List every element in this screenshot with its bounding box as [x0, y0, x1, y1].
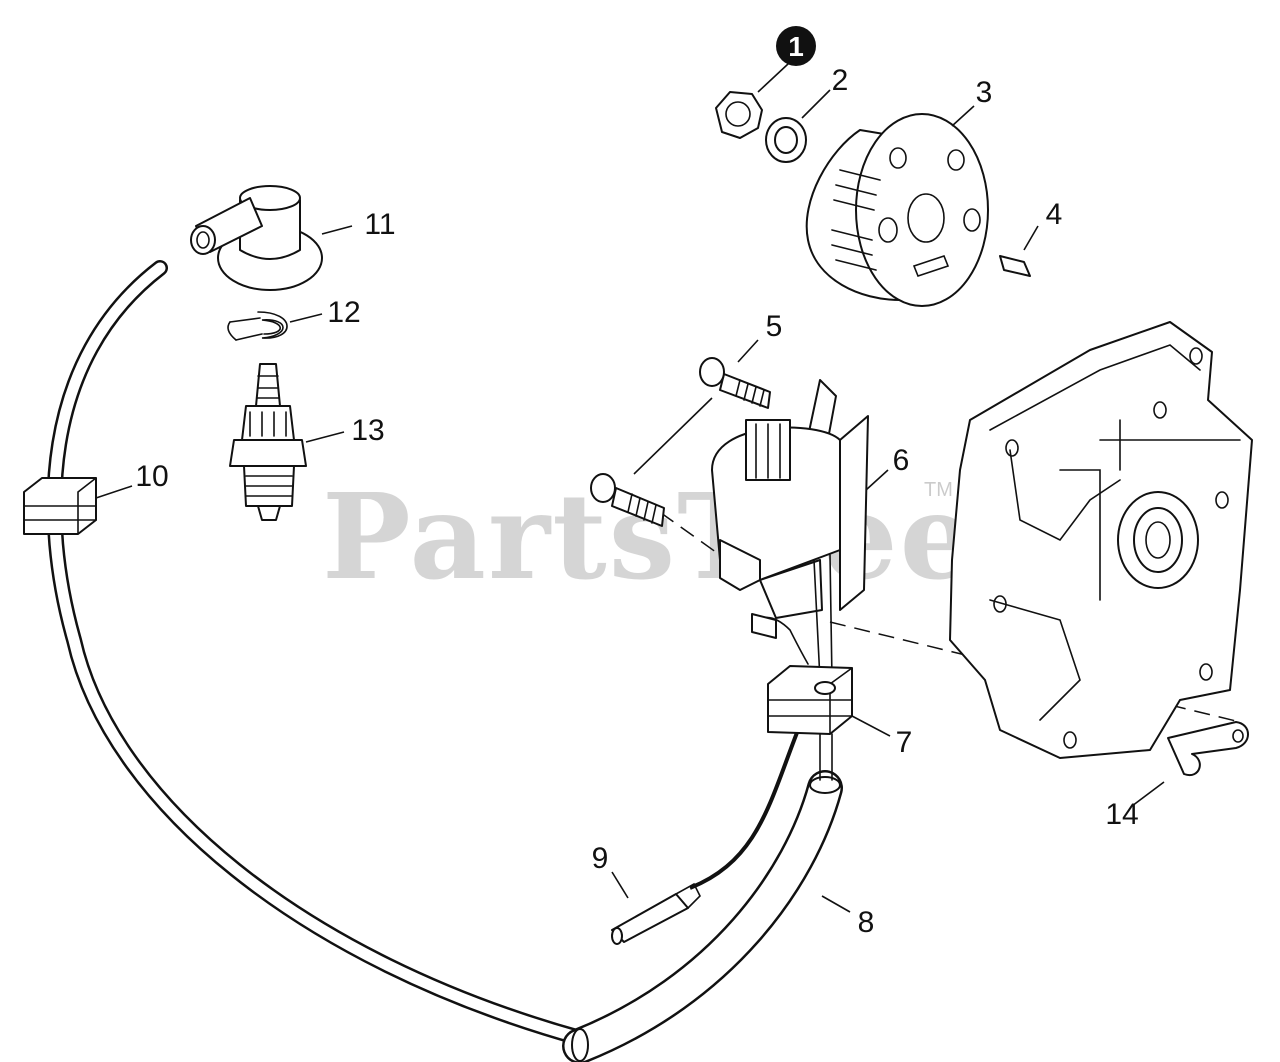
callout-7[interactable]: 7 [896, 726, 913, 759]
part-5-bolts[interactable] [590, 357, 771, 527]
part-7-grommet[interactable] [767, 665, 853, 781]
callout-5[interactable]: 5 [766, 310, 783, 343]
part-8-sleeve[interactable] [562, 770, 843, 1062]
callout-4[interactable]: 4 [1046, 198, 1063, 231]
part-2-washer[interactable] [765, 117, 807, 163]
callout-11[interactable]: 11 [364, 208, 395, 241]
part-4-key[interactable] [999, 255, 1031, 277]
crankcase [949, 321, 1253, 759]
part-13-spark-plug[interactable] [229, 363, 307, 521]
part-10-tube[interactable] [23, 260, 588, 1046]
part-11-plug-boot[interactable] [190, 185, 323, 291]
callouts: 1 2 3 4 5 6 7 8 9 10 11 12 13 14 [135, 26, 1139, 939]
part-1-nut[interactable] [715, 91, 763, 139]
callout-13[interactable]: 13 [351, 414, 384, 447]
callout-1-badge [776, 26, 816, 66]
callout-3[interactable]: 3 [976, 76, 993, 109]
callout-6[interactable]: 6 [893, 444, 910, 477]
part-9-wire[interactable] [611, 724, 802, 945]
callout-12[interactable]: 12 [327, 296, 360, 329]
callout-2[interactable]: 2 [832, 64, 849, 97]
watermark: PartsTree TM [322, 467, 977, 606]
callout-14[interactable]: 14 [1105, 798, 1138, 831]
callout-10[interactable]: 10 [135, 460, 168, 493]
callout-8[interactable]: 8 [858, 906, 875, 939]
callout-1[interactable]: 1 [788, 31, 804, 62]
part-6-ignition-coil[interactable] [711, 379, 869, 681]
watermark-text: PartsTree [322, 467, 977, 606]
part-12-spring[interactable] [227, 311, 288, 341]
part-14-clip[interactable] [1167, 721, 1249, 777]
part-3-flywheel[interactable] [805, 113, 989, 307]
leader-lines [95, 63, 1165, 913]
callout-9[interactable]: 9 [592, 842, 609, 875]
watermark-trademark: TM [924, 479, 953, 501]
